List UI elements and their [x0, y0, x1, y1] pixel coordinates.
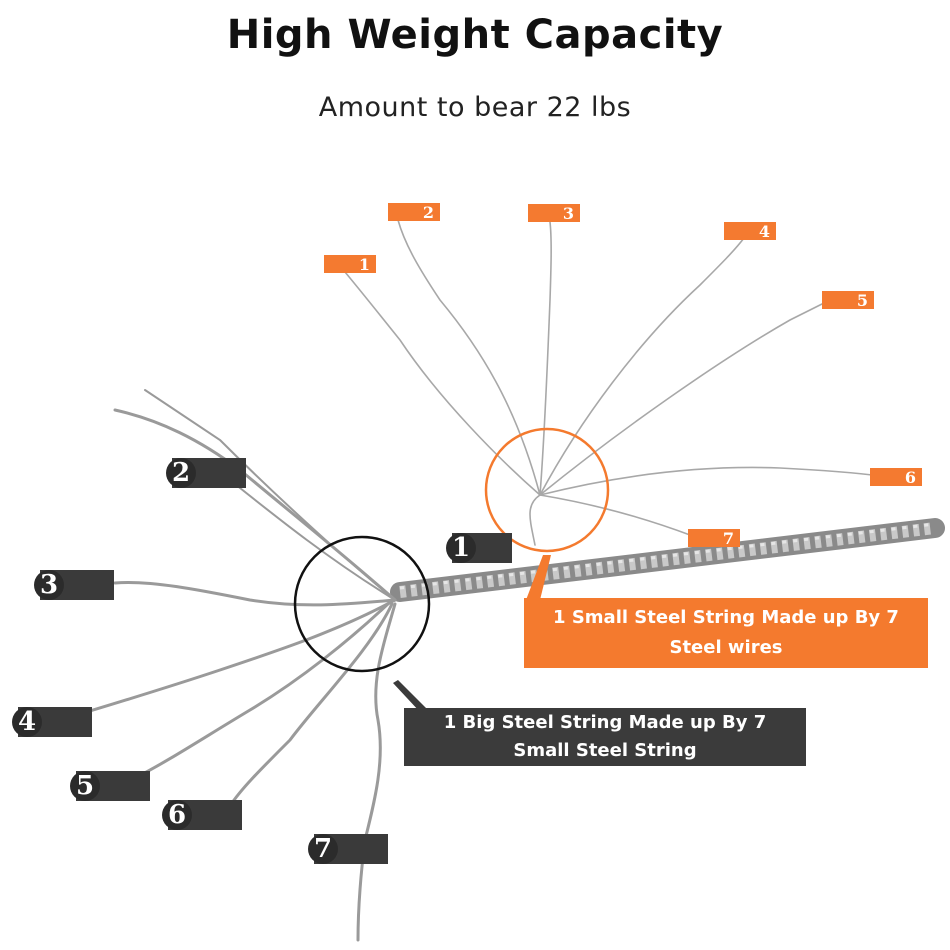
small-wire-tag-2: 2 [388, 203, 440, 222]
big-strand-tag-4: 4 [12, 707, 92, 737]
small-wire-circle [484, 427, 610, 553]
small-wire-7 [539, 494, 691, 536]
big-strand-tag-3: 3 [34, 570, 114, 600]
big-strand-2 [113, 408, 397, 602]
big-strand-number-2: 2 [166, 458, 196, 488]
small-wire-1 [344, 271, 541, 496]
small-wire-tag-1: 1 [324, 255, 376, 274]
big-strand-number-4: 4 [12, 707, 42, 737]
page-subtitle: Amount to bear 22 lbs [318, 92, 632, 123]
big-strand-tag-5: 5 [70, 771, 150, 801]
big-string-callout: 1 Big Steel String Made up By 7 Small St… [404, 708, 806, 766]
big-strand-6 [228, 602, 394, 808]
small-wire-tag-4: 4 [724, 222, 776, 241]
small-wire-5 [539, 299, 831, 496]
big-strand-4 [58, 598, 397, 722]
small-wire-6 [539, 466, 881, 496]
big-strand-tag-7: 7 [308, 834, 388, 864]
small-callout-pointer [526, 555, 551, 600]
main-cable [390, 518, 945, 602]
big-strand-5 [133, 600, 392, 780]
big-strand-tag-2: 2 [166, 458, 246, 488]
small-string-callout: 1 Small Steel String Made up By 7 Steel … [524, 598, 928, 668]
big-strand-circle [293, 535, 431, 673]
big-strands [58, 389, 397, 942]
small-string-tag-1: 1 [446, 533, 512, 563]
small-wires [344, 219, 881, 546]
small-wire-2 [397, 219, 541, 496]
big-strand-number-7: 7 [308, 834, 338, 864]
big-strand-tag-6: 6 [162, 800, 242, 830]
big-strand-7 [356, 602, 397, 942]
big-strand-number-3: 3 [34, 570, 64, 600]
big-strand-number-5: 5 [70, 771, 100, 801]
big-strand-3 [113, 581, 397, 607]
small-wire-4 [539, 237, 745, 496]
big-strand-number-6: 6 [162, 800, 192, 830]
small-wire-tag-5: 5 [822, 291, 874, 310]
small-wire-tag-7: 7 [688, 529, 740, 548]
page-title: High Weight Capacity [226, 12, 724, 58]
big-callout-pointer [393, 680, 430, 712]
small-string-number-1: 1 [446, 533, 476, 563]
small-wire-tag-3: 3 [528, 204, 580, 223]
small-wire-3 [539, 221, 552, 496]
small-wire-tag-6: 6 [870, 468, 922, 487]
